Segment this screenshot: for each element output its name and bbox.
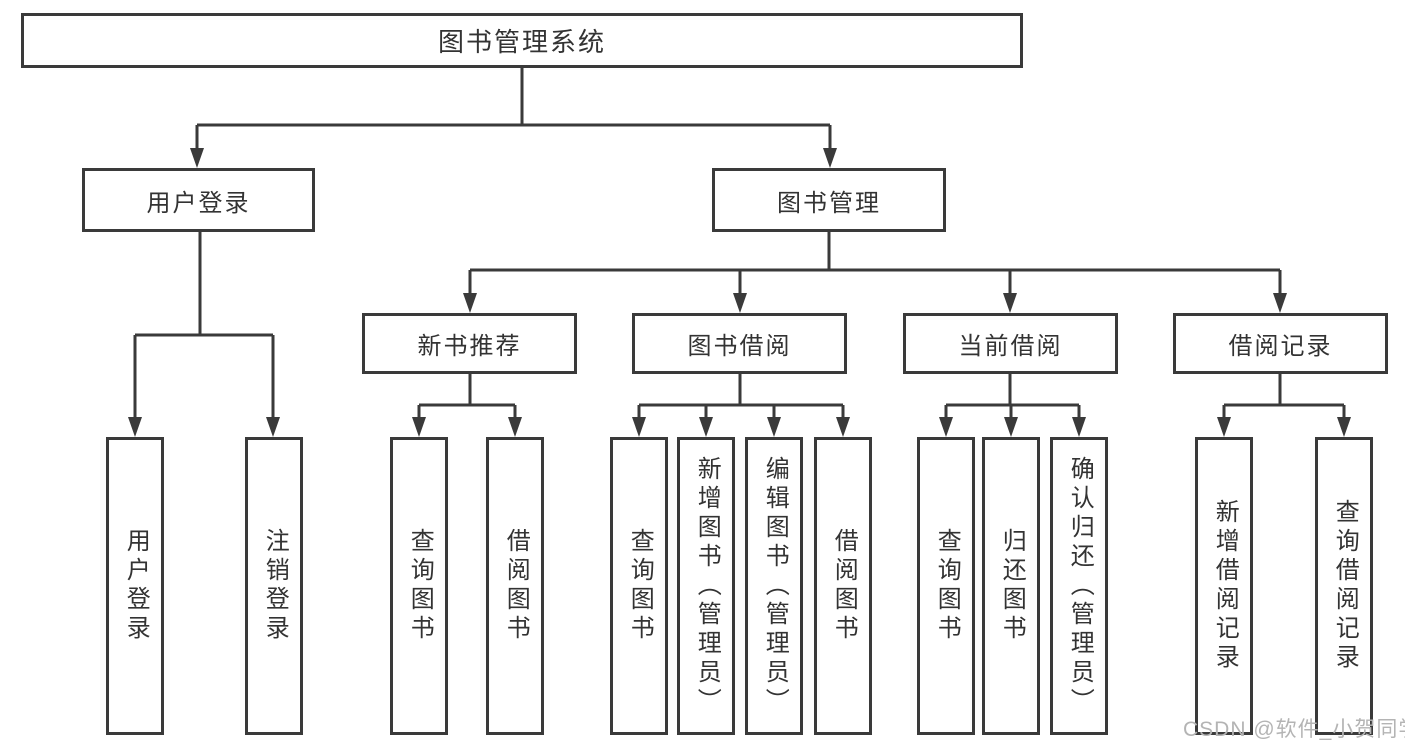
leaf-confirm-return-admin-label: 确认归还（管理员） [1066,455,1094,717]
arrow-down-icon [1217,417,1231,437]
node-current-borrowing: 当前借阅 [903,313,1118,374]
leaf-logout-label: 注销登录 [261,528,289,644]
arrow-down-icon [1337,417,1351,437]
arrow-down-icon [412,417,426,437]
leaf-user-login: 用户登录 [106,437,164,735]
leaf-query-books-borrowing: 查询图书 [610,437,668,735]
arrow-down-icon [463,293,477,313]
node-borrow-records: 借阅记录 [1173,313,1388,374]
arrow-down-icon [733,293,747,313]
leaf-borrow-books: 借阅图书 [814,437,872,735]
leaf-confirm-return-admin: 确认归还（管理员） [1050,437,1108,735]
leaf-query-borrow-record-label: 查询借阅记录 [1331,499,1359,673]
leaf-logout: 注销登录 [245,437,303,735]
leaf-user-login-label: 用户登录 [122,528,150,644]
leaf-edit-book-admin: 编辑图书（管理员） [745,437,803,735]
node-book-management: 图书管理 [712,168,946,232]
leaf-query-books-current: 查询图书 [917,437,975,735]
leaf-borrow-books-recommend: 借阅图书 [486,437,544,735]
leaf-borrow-books-recommend-label: 借阅图书 [502,528,530,644]
arrow-down-icon [508,417,522,437]
leaf-query-borrow-record: 查询借阅记录 [1315,437,1373,735]
node-current-borrowing-label: 当前借阅 [958,333,1063,360]
leaf-query-books-current-label: 查询图书 [933,528,961,644]
leaf-query-books-recommend: 查询图书 [390,437,448,735]
arrow-down-icon [266,417,280,437]
node-book-borrowing: 图书借阅 [632,313,847,374]
arrow-down-icon [699,417,713,437]
leaf-add-borrow-record: 新增借阅记录 [1195,437,1253,735]
leaf-add-borrow-record-label: 新增借阅记录 [1211,499,1239,673]
arrow-down-icon [836,417,850,437]
arrow-down-icon [128,417,142,437]
arrow-down-icon [632,417,646,437]
node-new-book-recommend-label: 新书推荐 [417,333,522,360]
node-book-borrowing-label: 图书借阅 [687,333,792,360]
leaf-query-books-borrowing-label: 查询图书 [626,528,654,644]
leaf-query-books-recommend-label: 查询图书 [406,528,434,644]
leaf-return-book-label: 归还图书 [998,528,1026,644]
leaf-edit-book-admin-label: 编辑图书（管理员） [761,455,789,717]
arrow-down-icon [939,417,953,437]
arrow-down-icon [1273,293,1287,313]
node-root: 图书管理系统 [21,13,1023,68]
node-borrow-records-label: 借阅记录 [1228,333,1333,360]
node-new-book-recommend: 新书推荐 [362,313,577,374]
node-user-login-label: 用户登录 [146,189,251,217]
leaf-add-book-admin: 新增图书（管理员） [677,437,735,735]
node-root-label: 图书管理系统 [437,27,606,57]
arrow-down-icon [767,417,781,437]
node-user-login: 用户登录 [82,168,315,232]
node-book-management-label: 图书管理 [777,189,881,217]
arrow-down-icon [1004,417,1018,437]
leaf-return-book: 归还图书 [982,437,1040,735]
arrow-down-icon [1003,293,1017,313]
leaf-borrow-books-label: 借阅图书 [830,528,858,644]
csdn-watermark: CSDN @软件_小贺同学 [1183,718,1405,741]
leaf-add-book-admin-label: 新增图书（管理员） [693,455,721,717]
arrow-down-icon [190,148,204,168]
arrow-down-icon [823,148,837,168]
arrow-down-icon [1072,417,1086,437]
